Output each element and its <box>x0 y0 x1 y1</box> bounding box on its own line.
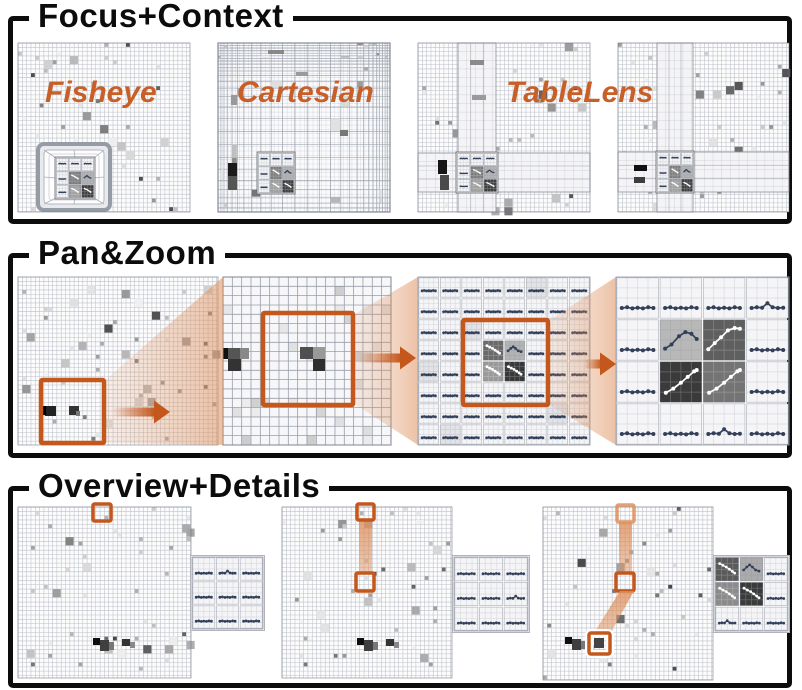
panel-title-overview-details: Overview+Details <box>29 467 330 505</box>
panel-title-focus-context: Focus+Context <box>29 0 293 35</box>
panel-pan-zoom: Pan&Zoom <box>8 234 792 458</box>
label-tablelens: TableLens <box>506 76 654 109</box>
panel-title-pan-zoom: Pan&Zoom <box>29 234 226 272</box>
label-cartesian: Cartesian <box>237 76 374 109</box>
label-fisheye: Fisheye <box>45 76 157 109</box>
panel-focus-context: Focus+Context <box>8 0 792 224</box>
panel-overview-details: Overview+Details <box>8 467 792 688</box>
